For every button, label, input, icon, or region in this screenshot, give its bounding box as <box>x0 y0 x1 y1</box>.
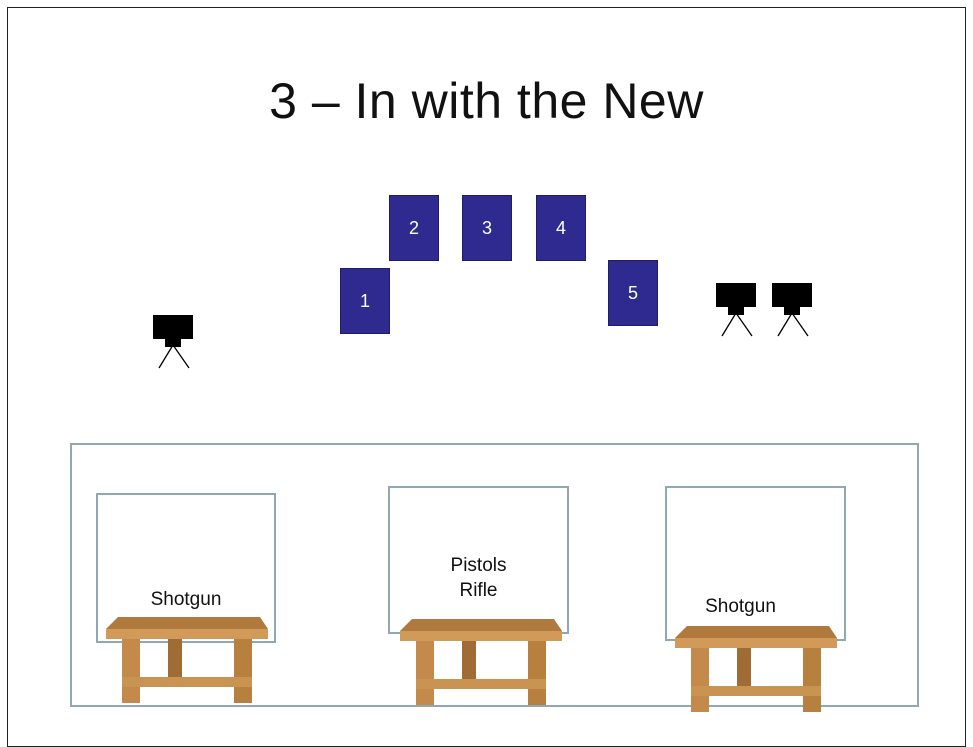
clay-thrower-icon <box>770 282 814 338</box>
target-2: 2 <box>389 195 439 261</box>
table-icon <box>398 617 564 709</box>
slide-title: 3 – In with the New <box>0 72 973 130</box>
target-label: 5 <box>628 283 638 304</box>
target-3: 3 <box>462 195 512 261</box>
station-label: Shotgun <box>96 587 276 612</box>
station-label: Pistols <box>388 553 569 578</box>
target-label: 2 <box>409 218 419 239</box>
target-4: 4 <box>536 195 586 261</box>
clay-thrower-icon <box>714 282 758 338</box>
table-icon <box>104 615 270 707</box>
station-label: Rifle <box>388 578 569 603</box>
table-icon <box>673 624 839 716</box>
clay-thrower-icon <box>151 314 195 370</box>
target-1: 1 <box>340 268 390 334</box>
target-5: 5 <box>608 260 658 326</box>
station-label: Shotgun <box>650 594 831 619</box>
target-label: 4 <box>556 218 566 239</box>
target-label: 1 <box>360 291 370 312</box>
target-label: 3 <box>482 218 492 239</box>
